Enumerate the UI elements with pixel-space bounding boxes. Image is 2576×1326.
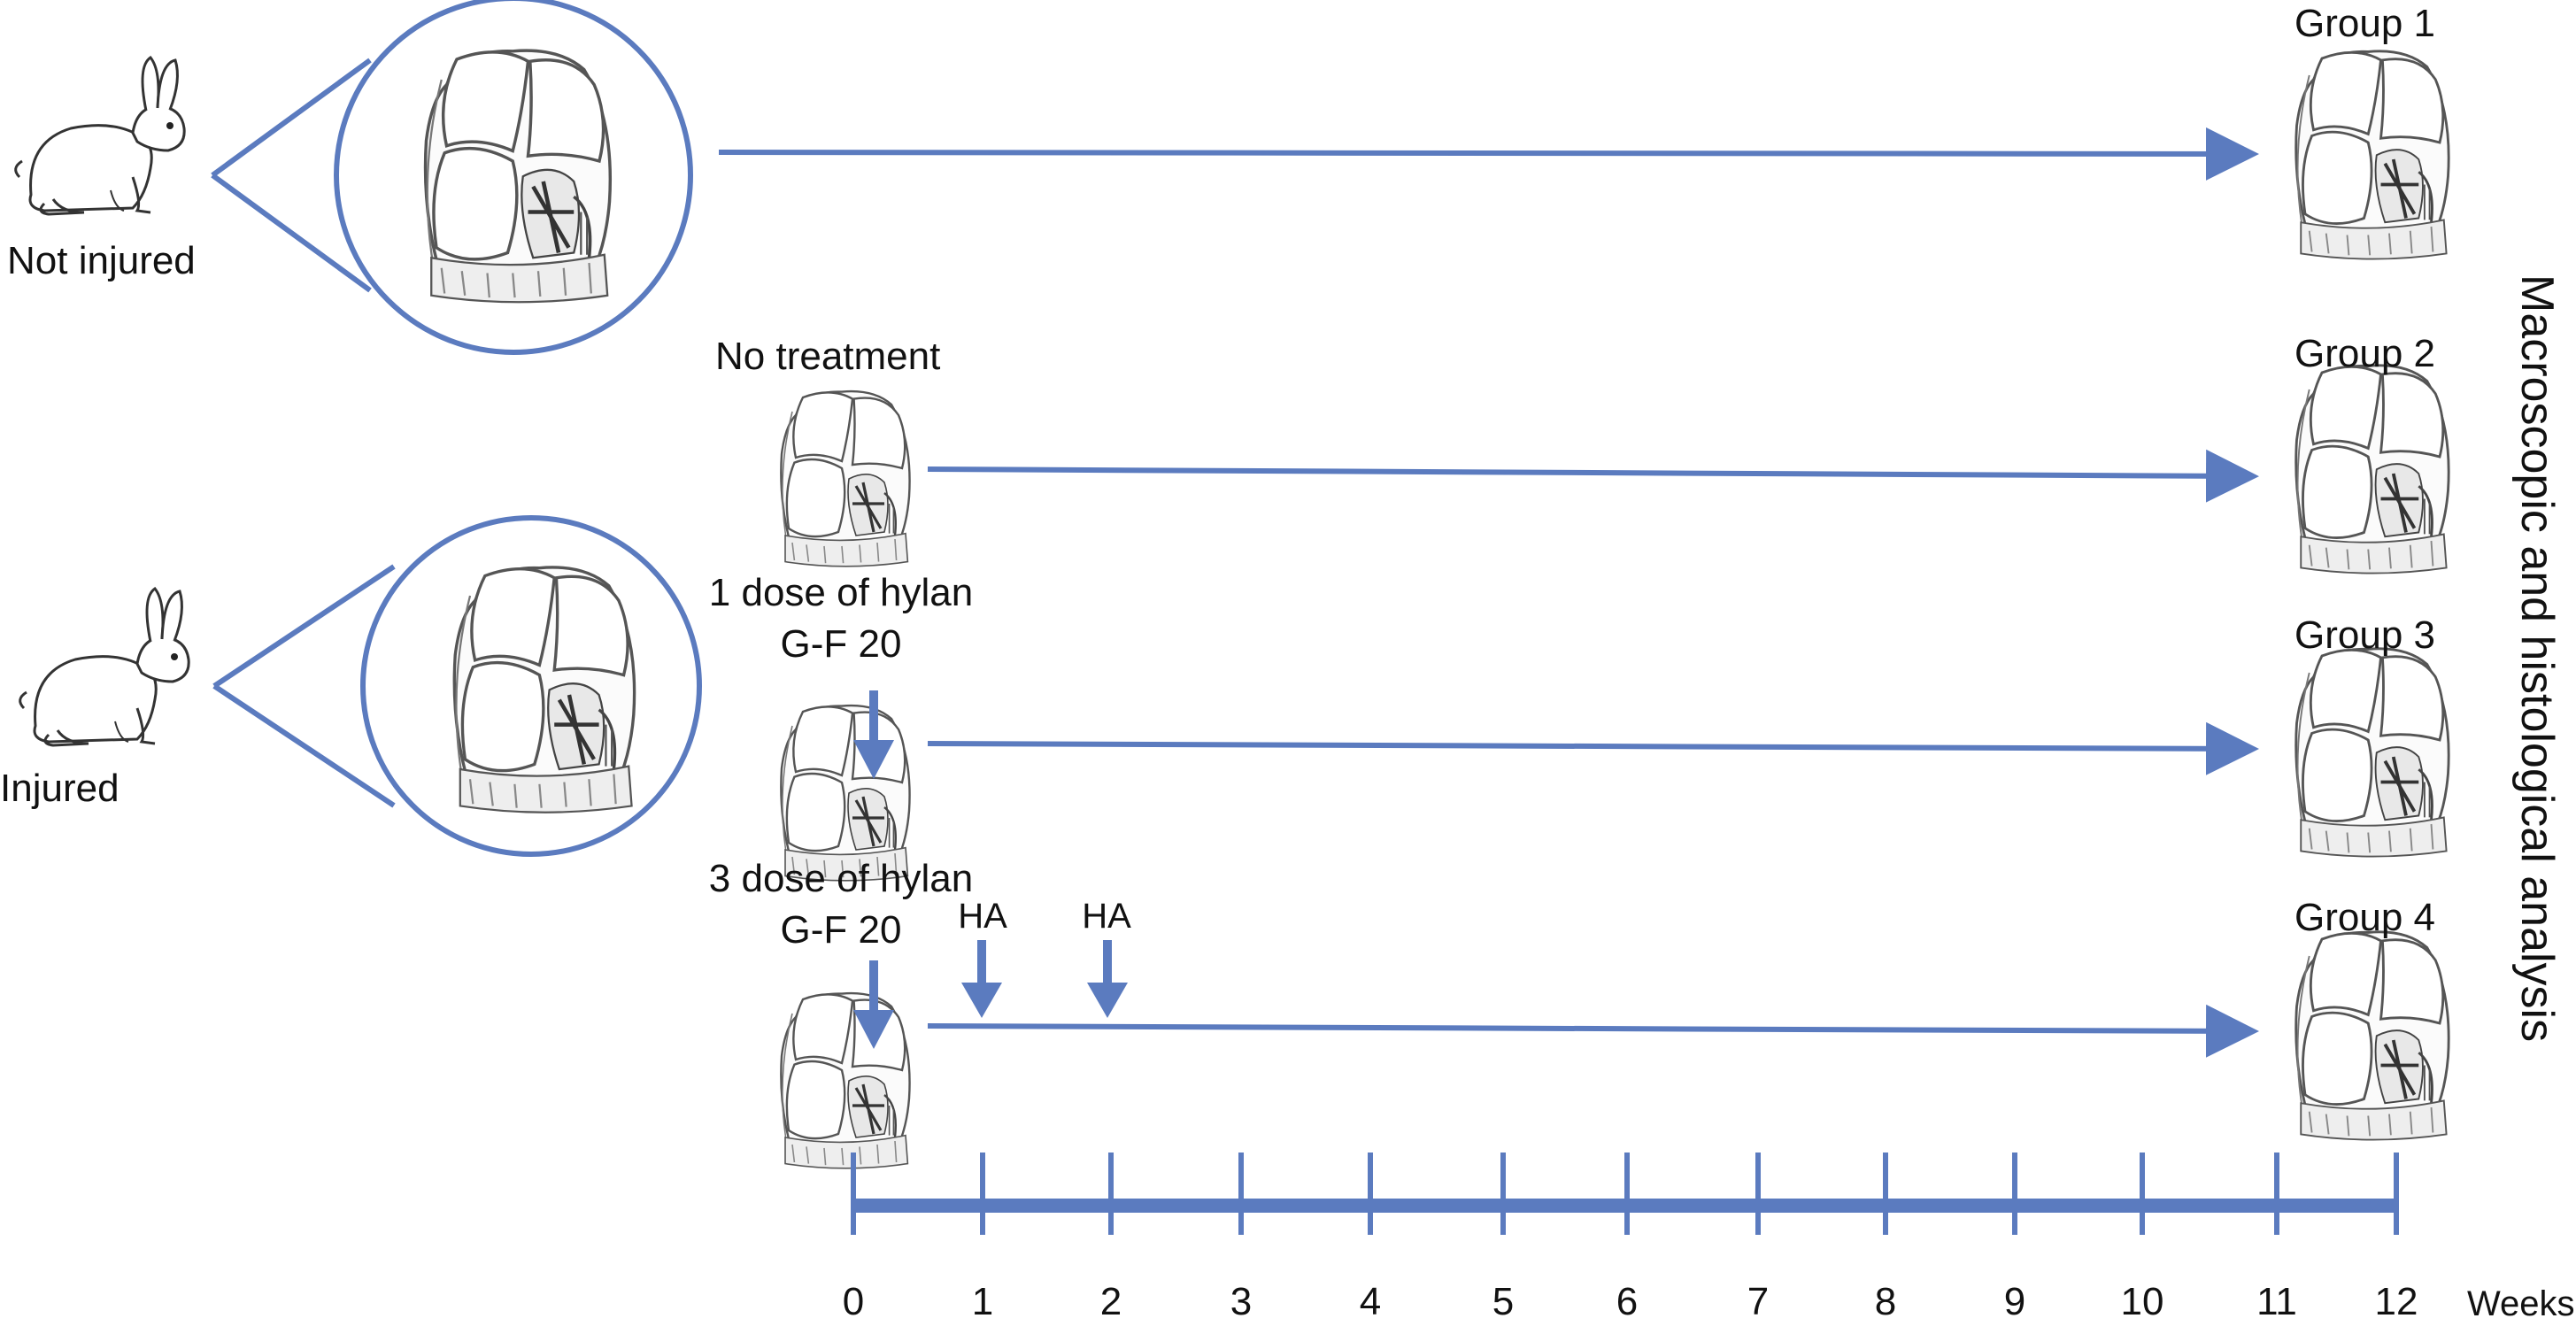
timeline-tick-label: 6 [1616, 1280, 1639, 1323]
label-injured: Injured [0, 767, 120, 810]
knee-joint-icon-group4 [2294, 929, 2451, 1142]
knee-joint-icon-callout-2 [454, 567, 634, 813]
knee-joint-icon-row2-start [779, 389, 912, 568]
group-label-2: Group 2 [2294, 332, 2435, 375]
arrow-row1 [718, 127, 2259, 181]
label-three-dose-line1: 3 dose of hylan [708, 857, 974, 900]
knee-joint-icon-row3-start [779, 704, 912, 883]
group-label-4: Group 4 [2294, 896, 2435, 939]
injection-arrow-icon-row4-week0 [853, 960, 894, 1049]
timeline-tick-label: 7 [1747, 1280, 1770, 1323]
timeline-tick-label: 5 [1492, 1280, 1515, 1323]
arrow-row2 [927, 449, 2259, 503]
label-one-dose-line1: 1 dose of hylan [708, 571, 974, 614]
timeline-unit-label: Weeks [2467, 1284, 2575, 1323]
arrow-row4 [927, 1004, 2259, 1058]
arrow-row3 [927, 721, 2259, 775]
timeline-tick-label: 4 [1359, 1280, 1382, 1323]
timeline-tick-label: 9 [2003, 1280, 2026, 1323]
label-one-dose-line2: G-F 20 [780, 622, 902, 666]
knee-joint-icon-row4-start [779, 991, 912, 1170]
timeline-tick-label: 12 [2374, 1280, 2418, 1323]
group-label-1: Group 1 [2294, 2, 2435, 45]
label-three-dose-line2: G-F 20 [780, 908, 902, 952]
timeline-tick-label: 0 [842, 1280, 865, 1323]
group-label-3: Group 3 [2294, 613, 2435, 657]
timeline-tick-label: 11 [2256, 1280, 2297, 1323]
timeline-tick-label: 3 [1230, 1280, 1253, 1323]
knee-joint-icon-callout-1 [426, 50, 611, 302]
knee-joint-icon-group2 [2294, 363, 2451, 575]
rabbit-icon-not-injured [14, 56, 186, 216]
label-ha-week1: HA [958, 897, 1007, 936]
timeline-tick-label: 1 [971, 1280, 994, 1323]
rabbit-icon-injured [19, 587, 190, 747]
label-not-injured: Not injured [7, 239, 196, 282]
injection-arrow-icon-row4-week2 [1087, 940, 1128, 1018]
knee-joint-icon-group3 [2294, 646, 2451, 859]
timeline-axis [851, 1153, 2399, 1235]
label-ha-week2: HA [1082, 897, 1131, 936]
label-no-treatment: No treatment [715, 335, 941, 378]
side-title: Macroscopic and histological analysis [2511, 274, 2563, 1043]
injection-arrow-icon-row4-week1 [961, 940, 1002, 1018]
knee-joint-icon-group1 [2294, 49, 2451, 261]
timeline-tick-label: 8 [1874, 1280, 1897, 1323]
injection-arrow-icon-row3 [853, 690, 894, 779]
timeline-tick-label: 2 [1099, 1280, 1122, 1323]
timeline-tick-label: 10 [2120, 1280, 2164, 1323]
